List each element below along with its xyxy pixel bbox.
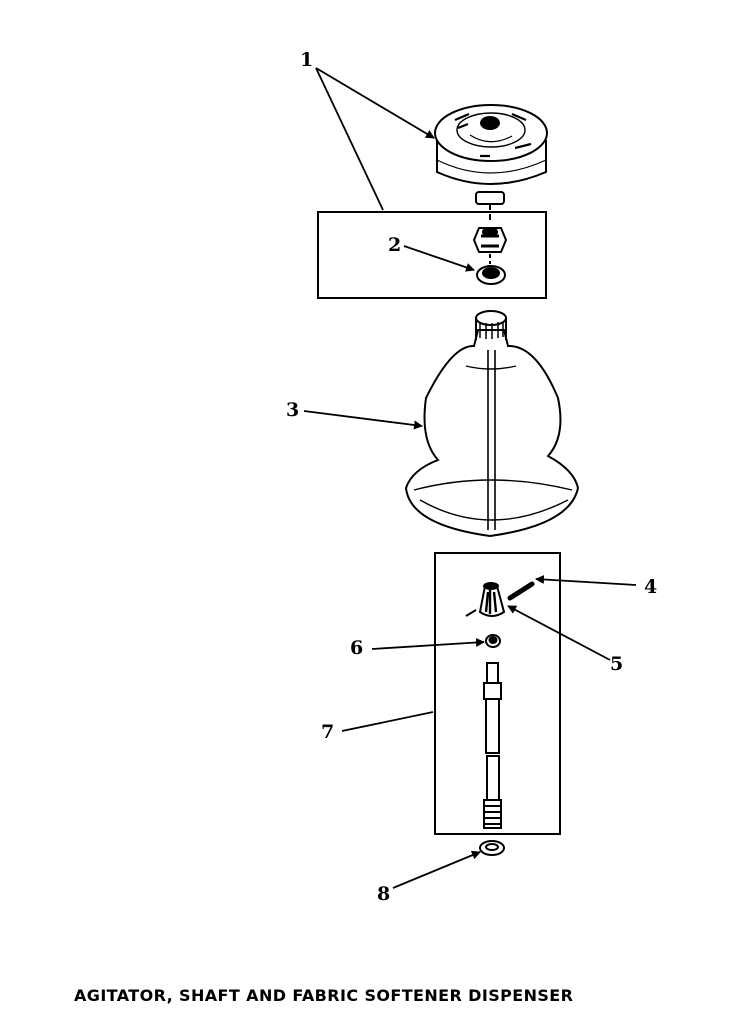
seal-nut-frame [317, 211, 547, 299]
callout-3: 3 [286, 399, 299, 421]
drive-block-part [478, 582, 506, 617]
seal-ring-part [479, 840, 505, 856]
callout-7: 7 [321, 721, 334, 743]
callout-6: 6 [350, 637, 363, 659]
agitator-part [404, 310, 580, 538]
shaft-frame [434, 552, 561, 835]
dispenser-part [434, 104, 548, 205]
callout-5: 5 [610, 653, 623, 675]
pin-part [507, 581, 535, 601]
pin-axis-dash [465, 609, 477, 617]
leader-lines [303, 67, 637, 889]
callout-1: 1 [300, 49, 313, 71]
callout-8: 8 [377, 883, 390, 905]
callout-4: 4 [644, 576, 657, 598]
shaft-part [483, 662, 502, 829]
callout-2: 2 [388, 234, 401, 256]
seal-nut-part [472, 227, 508, 285]
diagram-caption: AGITATOR, SHAFT AND FABRIC SOFTENER DISP… [74, 986, 574, 1005]
washer-part [485, 634, 501, 648]
